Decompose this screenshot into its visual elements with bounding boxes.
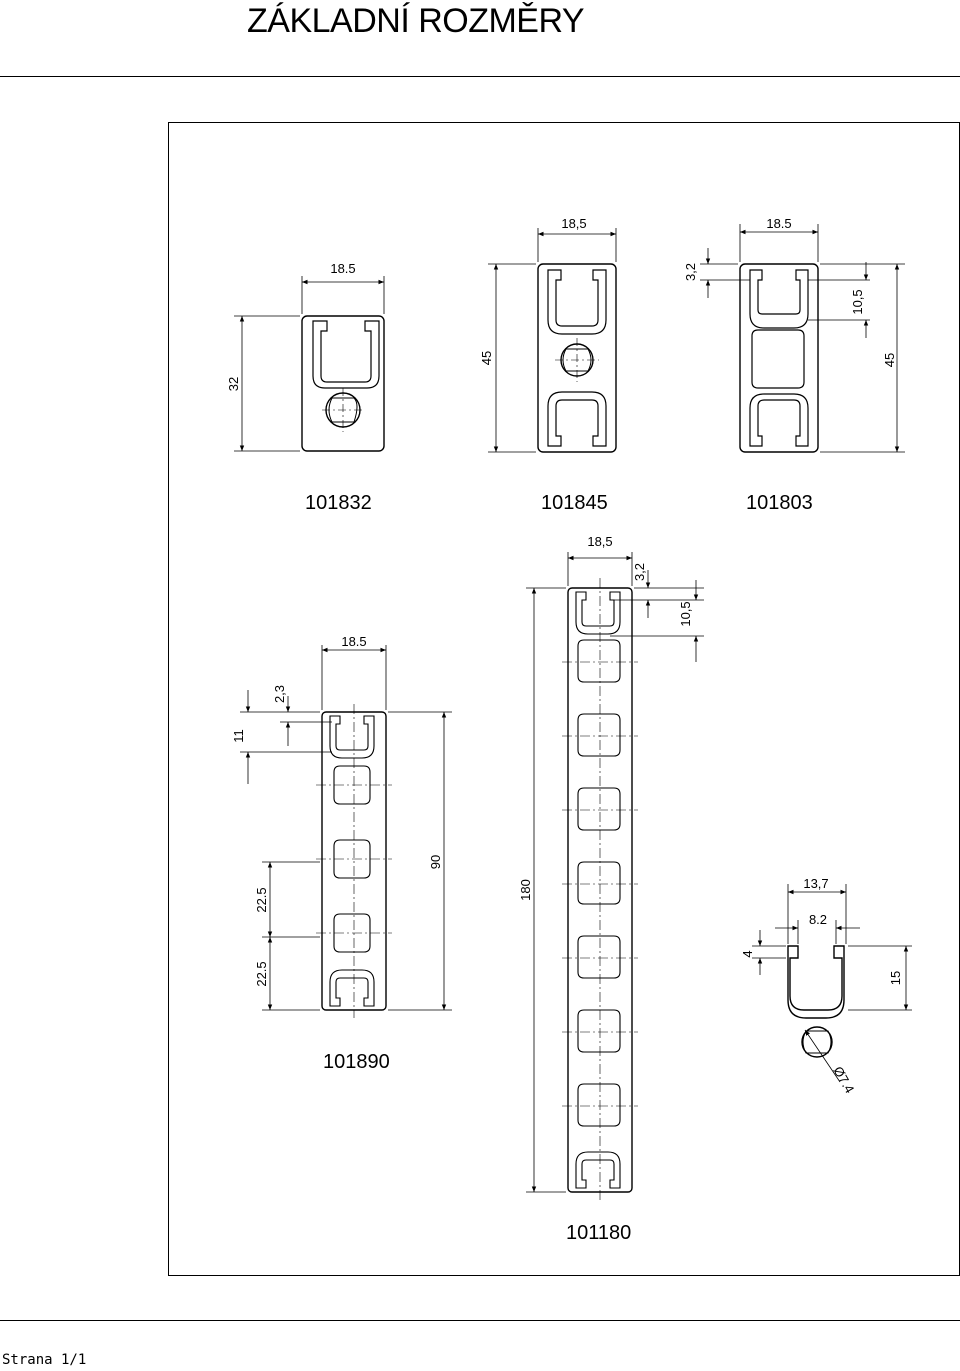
profile-101832: [301, 315, 385, 452]
page-footer: Strana 1/1: [2, 1352, 87, 1368]
page-title: ZÁKLADNÍ ROZMĚRY: [247, 2, 585, 40]
dim-101890: [240, 645, 452, 1011]
dim-pitch-a-101890: 22.5: [254, 887, 269, 912]
dim-depth-detail: 15: [888, 971, 903, 985]
dim-wall-101890: 2,3: [272, 685, 287, 703]
dim-height-101890: 90: [428, 855, 443, 869]
dim-pitch-b-101890: 22.5: [254, 961, 269, 986]
part-label-101832: 101832: [305, 492, 372, 514]
part-label-101803: 101803: [746, 492, 813, 514]
part-label-101180: 101180: [566, 1222, 632, 1244]
dim-wall-101803: 3,2: [683, 263, 698, 281]
profile-101890: [316, 704, 392, 1018]
dim-height-101832: 32: [226, 377, 241, 391]
dim-slot-101803: 10,5: [850, 289, 865, 314]
dim-width-101180: 18,5: [587, 534, 612, 549]
dim-hole-detail: Ø7.4: [830, 1064, 857, 1096]
part-label-101845: 101845: [541, 492, 608, 514]
dim-width-101845: 18,5: [561, 216, 586, 231]
dim-lip-detail: 4: [740, 950, 755, 957]
dim-width-101832: 18.5: [330, 261, 355, 276]
dim-width-101890: 18.5: [341, 634, 366, 649]
dim-outer-detail: 13,7: [803, 876, 828, 891]
dim-101832: [234, 276, 385, 452]
part-label-101890: 101890: [323, 1051, 390, 1073]
dim-inner-detail: 8.2: [809, 912, 827, 927]
dim-slot-101180: 10,5: [678, 601, 693, 626]
header-rule: [0, 76, 960, 77]
footer-rule: [0, 1320, 960, 1321]
dim-height-101803: 45: [882, 353, 897, 367]
dim-101180: [526, 552, 704, 1193]
profile-101803: [739, 263, 819, 453]
profile-101845: [537, 263, 617, 453]
dim-slot-101890: 11: [231, 729, 246, 743]
dim-101803: [700, 224, 905, 453]
dim-101845: [488, 228, 617, 453]
dim-height-101180: 180: [518, 879, 533, 901]
dim-width-101803: 18.5: [766, 216, 791, 231]
dim-wall-101180: 3,2: [632, 563, 647, 581]
dim-height-101845: 45: [479, 351, 494, 365]
dim-detail: [752, 884, 912, 1083]
profile-101180: [562, 578, 638, 1200]
profile-detail: [787, 945, 845, 1058]
